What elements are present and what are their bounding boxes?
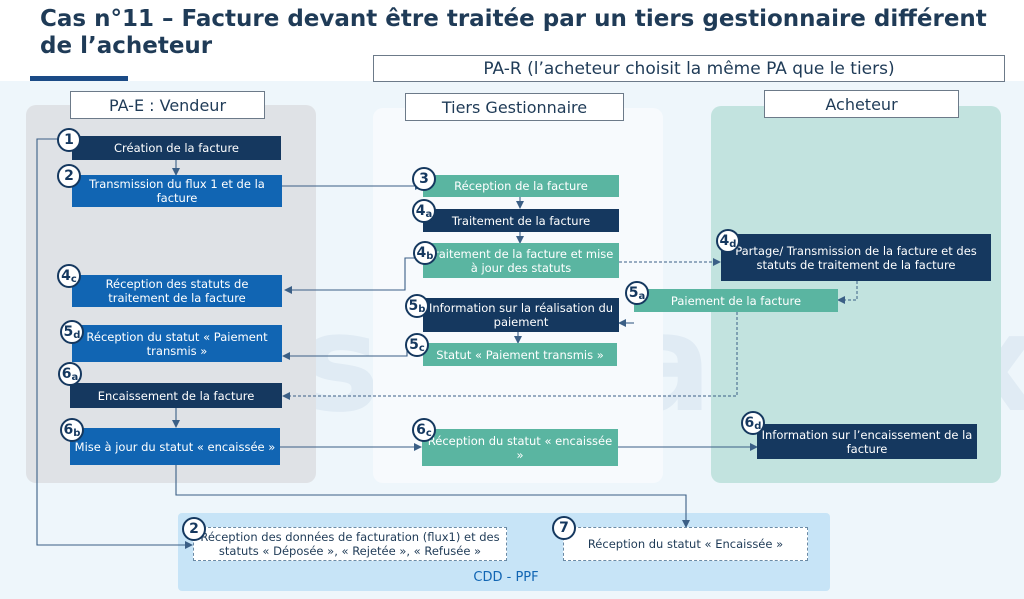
step-6d-information-encaissement: Information sur l’encaissement de la fac… [757, 424, 977, 459]
badge-cdd-2: 2 [182, 517, 206, 541]
badge-cdd-7: 7 [552, 516, 576, 540]
step-4b-traitement-statuts: Traitement de la facture et mise à jour … [423, 243, 619, 278]
badge-2: 2 [57, 164, 81, 188]
cdd-step-7-reception-statut: Réception du statut « Encaissée » [563, 527, 808, 561]
step-5a-paiement: Paiement de la facture [634, 289, 838, 312]
step-5d-reception-statut-paiement: Réception du statut « Paiement transmis … [72, 325, 282, 362]
title-underline [30, 76, 128, 81]
step-1-creation: Création de la facture [72, 136, 281, 160]
step-4c-reception-statuts: Réception des statuts de traitement de l… [72, 275, 282, 307]
header-tiers: Tiers Gestionnaire [405, 93, 624, 121]
pa-r-header: PA-R (l’acheteur choisit la même PA que … [373, 55, 1005, 82]
step-6b-mise-a-jour: Mise à jour du statut « encaissée » [70, 428, 280, 465]
step-6a-encaissement: Encaissement de la facture [70, 383, 282, 408]
step-5c-statut-paiement: Statut « Paiement transmis » [423, 343, 617, 366]
badge-1: 1 [57, 128, 81, 152]
step-4a-traitement: Traitement de la facture [423, 209, 619, 232]
step-2-transmission: Transmission du flux 1 et de la facture [72, 175, 282, 207]
step-6c-reception-statut: Réception du statut « encaissée » [422, 429, 618, 466]
header-vendeur: PA-E : Vendeur [70, 91, 265, 119]
page-title: Cas n°11 – Facture devant être traitée p… [40, 6, 987, 59]
step-3-reception: Réception de la facture [423, 175, 619, 197]
step-4d-partage: Partage/ Transmission de la facture et d… [721, 234, 991, 281]
header-acheteur: Acheteur [764, 90, 959, 118]
cdd-ppf-label: CDD - PPF [473, 570, 539, 585]
cdd-step-2-reception-donnees: Réception des données de facturation (fl… [193, 527, 507, 561]
badge-3: 3 [412, 167, 436, 191]
step-5b-information-paiement: Information sur la réalisation du paieme… [423, 298, 619, 332]
